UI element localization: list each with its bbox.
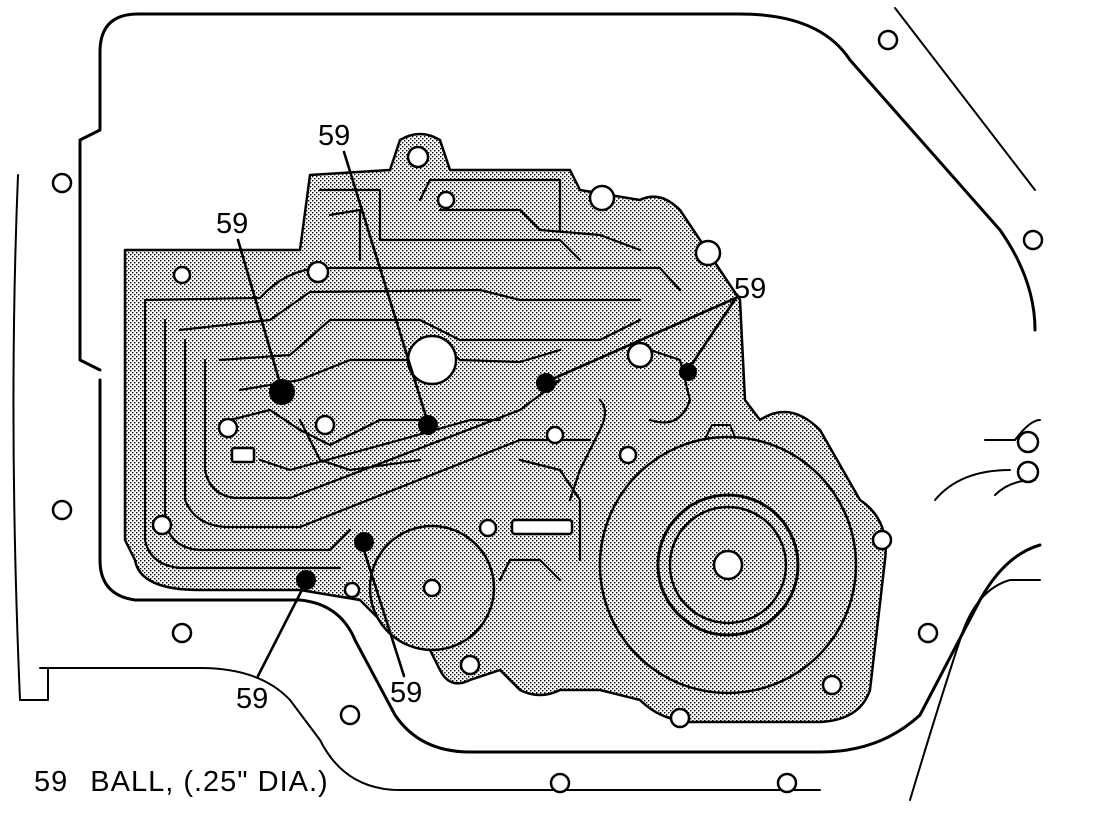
case-diagonal-right (934, 469, 1011, 501)
case-diagonal-upper (894, 7, 1036, 191)
servo-tab (705, 424, 736, 438)
check-ball-e (354, 532, 374, 552)
right-fitting-hole-upper (1016, 430, 1040, 454)
check-ball-b (418, 415, 438, 435)
legend-number: 59 (34, 766, 69, 798)
leader-lines (236, 150, 738, 678)
case-lower-left-step (19, 667, 49, 701)
check-ball-f (296, 570, 316, 590)
case-lower-curve (39, 667, 821, 791)
large-servo-center (712, 549, 744, 581)
callout-label-b: 59 (318, 120, 350, 152)
case-bolt-holes (51, 29, 1044, 794)
small-servo-center (422, 578, 442, 598)
left-edge-curve (12, 174, 21, 701)
case-bottom-right (909, 579, 1041, 801)
callout-label-d: 59 (236, 683, 268, 715)
right-fitting (984, 419, 1041, 496)
callout-label-c: 59 (734, 273, 766, 305)
large-servo-ring-inner (668, 505, 788, 625)
callout-label-e: 59 (390, 677, 422, 709)
large-servo-ring-outer (656, 493, 800, 637)
check-balls (269, 363, 697, 590)
callout-label-a: 59 (216, 208, 248, 240)
case-outline (78, 12, 1037, 372)
check-ball-a (269, 379, 295, 405)
right-fitting-hole-lower (1016, 460, 1040, 484)
port-slots (230, 446, 574, 536)
check-ball-d (679, 363, 697, 381)
legend-description: BALL, (.25" DIA.) (90, 766, 329, 798)
parts-legend: 59 BALL, (.25" DIA.) (34, 766, 351, 799)
valve-body-holes (151, 145, 893, 729)
check-ball-c (536, 373, 556, 393)
